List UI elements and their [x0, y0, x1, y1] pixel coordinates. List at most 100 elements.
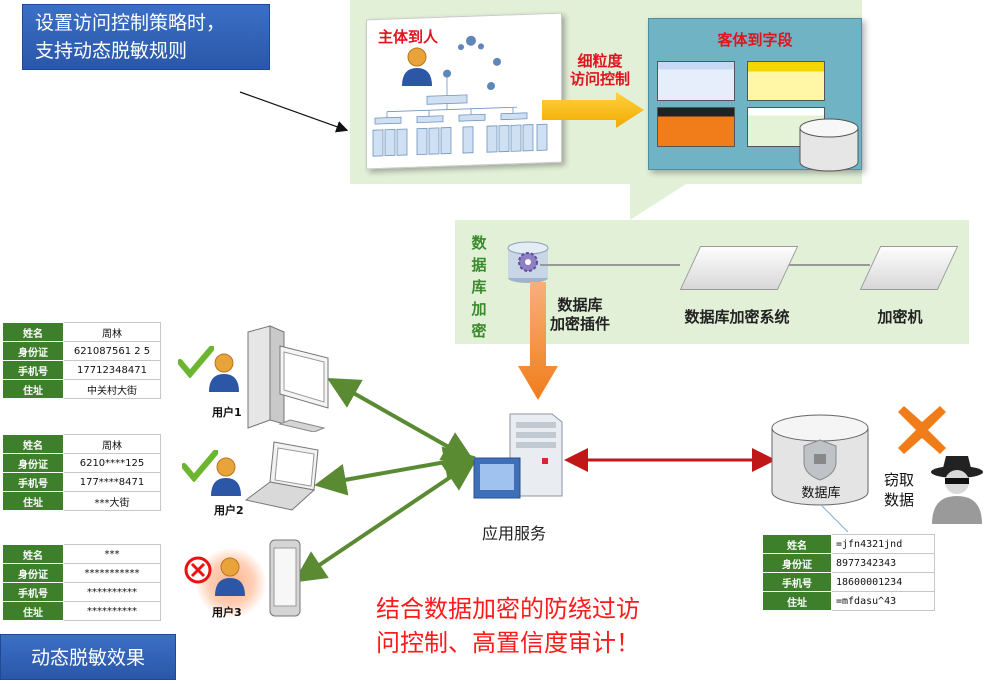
masking-effect-label: 动态脱敏效果	[0, 634, 176, 680]
deny-circle-icon	[184, 556, 212, 584]
table-row: 姓名***	[2, 544, 161, 564]
record-key: 手机号	[762, 572, 832, 592]
database-cylinder-icon	[771, 414, 869, 506]
slogan: 结合数据加密的防绕过访 问控制、高置信度审计！	[376, 592, 706, 660]
user2-label: 用户2	[214, 504, 244, 517]
record-key: 姓名	[762, 534, 832, 554]
plugin-label-line2: 加密插件	[549, 315, 610, 333]
field-value: 17712348471	[63, 360, 161, 380]
fine-grain-label: 细粒度 访问控制	[570, 52, 630, 88]
encryption-system-server-icon	[679, 246, 799, 290]
table-row: 住址***大街	[2, 491, 161, 511]
field-key: 身份证	[2, 453, 64, 473]
vlabel-char-3: 库	[471, 278, 487, 296]
object-to-field-label: 客体到字段	[717, 31, 793, 49]
vlabel-char-5: 密	[471, 322, 487, 340]
laptop-icon	[244, 441, 319, 511]
encryption-link-line	[540, 264, 870, 266]
field-value: **********	[63, 582, 161, 602]
table-row: 手机号**********	[2, 582, 161, 602]
field-key: 手机号	[2, 582, 64, 602]
policy-callout: 设置访问控制策略时， 支持动态脱敏规则	[22, 4, 270, 70]
record-key: 身份证	[762, 553, 832, 573]
field-value: 621087561 2 5	[63, 341, 161, 361]
subject-to-person-label: 主体到人	[378, 28, 439, 46]
field-value: 周林	[63, 434, 161, 454]
field-key: 住址	[2, 379, 64, 399]
field-key: 姓名	[2, 544, 64, 564]
table-row: 住址中关村大街	[2, 379, 161, 399]
plugin-label-line1: 数据库	[557, 296, 603, 314]
field-key: 住址	[2, 601, 64, 621]
db-encryption-vertical-label: 数 据 库 加 密	[470, 232, 488, 342]
encryption-system-label: 数据库加密系统	[684, 308, 790, 326]
app-service-label: 应用服务	[481, 524, 546, 543]
record-value: =mfdasu^43	[831, 591, 935, 611]
encryption-machine-label: 加密机	[877, 308, 923, 326]
check-icon	[182, 450, 218, 482]
user1-label: 用户1	[212, 406, 242, 419]
slogan-line1: 结合数据加密的防绕过访	[376, 595, 640, 623]
deny-x-icon	[898, 406, 946, 454]
org-chart-card	[366, 12, 562, 170]
field-key: 姓名	[2, 322, 64, 342]
user3-label: 用户3	[212, 606, 242, 619]
field-value: 中关村大街	[63, 379, 161, 399]
app-server-icon	[473, 413, 563, 499]
record-value: 18600001234	[831, 572, 935, 592]
record-row: 姓名=jfn4321jnd	[762, 534, 935, 554]
vlabel-char-4: 加	[471, 300, 487, 318]
field-value: ***********	[63, 563, 161, 583]
database-label: 数据库	[801, 486, 841, 501]
plugin-label: 数据库 加密插件	[540, 296, 620, 334]
vlabel-char-2: 据	[471, 256, 487, 274]
field-value: **********	[63, 601, 161, 621]
plugin-down-arrow	[518, 282, 558, 400]
theft-label-line1: 窃取	[884, 471, 915, 489]
policy-panel-tail	[630, 184, 686, 220]
field-value: 6210****125	[63, 453, 161, 473]
field-key: 姓名	[2, 434, 64, 454]
table-row: 住址**********	[2, 601, 161, 621]
slogan-line2: 问控制、高置信度审计！	[376, 629, 640, 657]
field-value: ***大街	[63, 491, 161, 511]
field-key: 住址	[2, 491, 64, 511]
field-key: 手机号	[2, 360, 64, 380]
person-icon	[402, 47, 432, 86]
mobile-phone-icon	[269, 539, 301, 617]
vlabel-char-1: 数	[471, 234, 487, 252]
plugin-gear-icon	[507, 241, 549, 283]
theft-label: 窃取 数据	[884, 470, 914, 510]
record-key: 住址	[762, 591, 832, 611]
callout-line1: 设置访问控制策略时，	[35, 12, 226, 34]
field-key: 手机号	[2, 472, 64, 492]
org-chart-graphic	[372, 35, 548, 157]
fine-grain-arrow	[542, 92, 644, 128]
record-value: 8977342343	[831, 553, 935, 573]
field-key: 身份证	[2, 341, 64, 361]
field-value: ***	[63, 544, 161, 564]
record-value: =jfn4321jnd	[831, 534, 935, 554]
table-row: 身份证***********	[2, 563, 161, 583]
field-table-blue	[657, 61, 735, 101]
database-cylinder-small-icon	[799, 118, 859, 172]
desktop-computer-icon	[247, 325, 329, 432]
field-value: 周林	[63, 322, 161, 342]
field-value: 177****8471	[63, 472, 161, 492]
fine-grain-line1: 细粒度	[577, 52, 623, 70]
theft-label-line2: 数据	[884, 491, 915, 509]
field-key: 身份证	[2, 563, 64, 583]
record-row: 住址=mfdasu^43	[762, 591, 935, 611]
hacker-icon	[931, 456, 983, 524]
field-table-orange	[657, 107, 735, 147]
callout-line2: 支持动态脱敏规则	[35, 40, 188, 62]
